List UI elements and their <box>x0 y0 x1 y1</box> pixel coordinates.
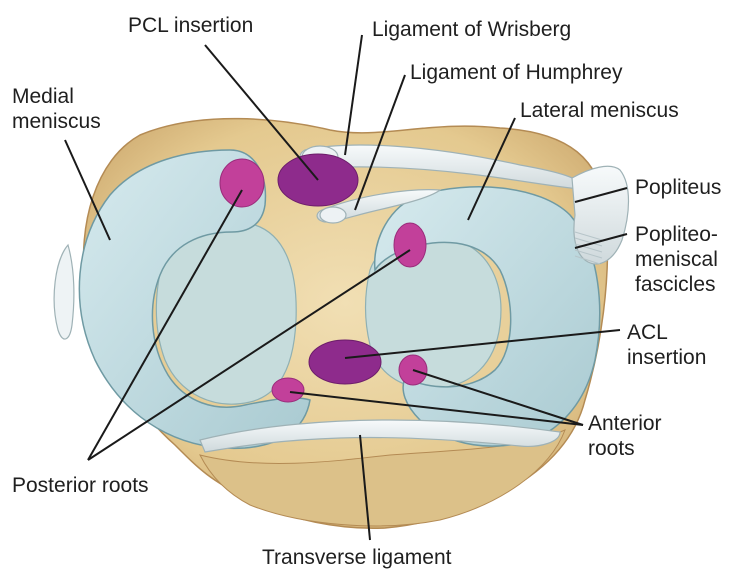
label-lateral-meniscus: Lateral meniscus <box>520 98 679 123</box>
label-posterior-roots: Posterior roots <box>12 473 149 498</box>
label-acl-insertion: ACL insertion <box>627 320 706 370</box>
label-popliteus: Popliteus <box>635 175 721 200</box>
medial-capsule-bulge <box>54 245 74 339</box>
popliteus-tendon <box>572 166 629 264</box>
label-anterior-roots: Anterior roots <box>588 411 662 461</box>
humphrey-end <box>320 207 346 223</box>
lateral-posterior-root <box>394 223 426 267</box>
medial-anterior-root <box>272 378 304 402</box>
label-pcl-insertion: PCL insertion <box>128 13 253 38</box>
acl-insertion-site <box>309 340 381 384</box>
label-transverse-ligament: Transverse ligament <box>262 545 451 570</box>
label-medial-meniscus: Medial meniscus <box>12 84 101 134</box>
medial-posterior-root <box>220 159 264 207</box>
label-popliteomeniscal-fascicles: Popliteo- meniscal fascicles <box>635 222 718 297</box>
label-ligament-of-wrisberg: Ligament of Wrisberg <box>372 17 571 42</box>
label-ligament-of-humphrey: Ligament of Humphrey <box>410 60 622 85</box>
